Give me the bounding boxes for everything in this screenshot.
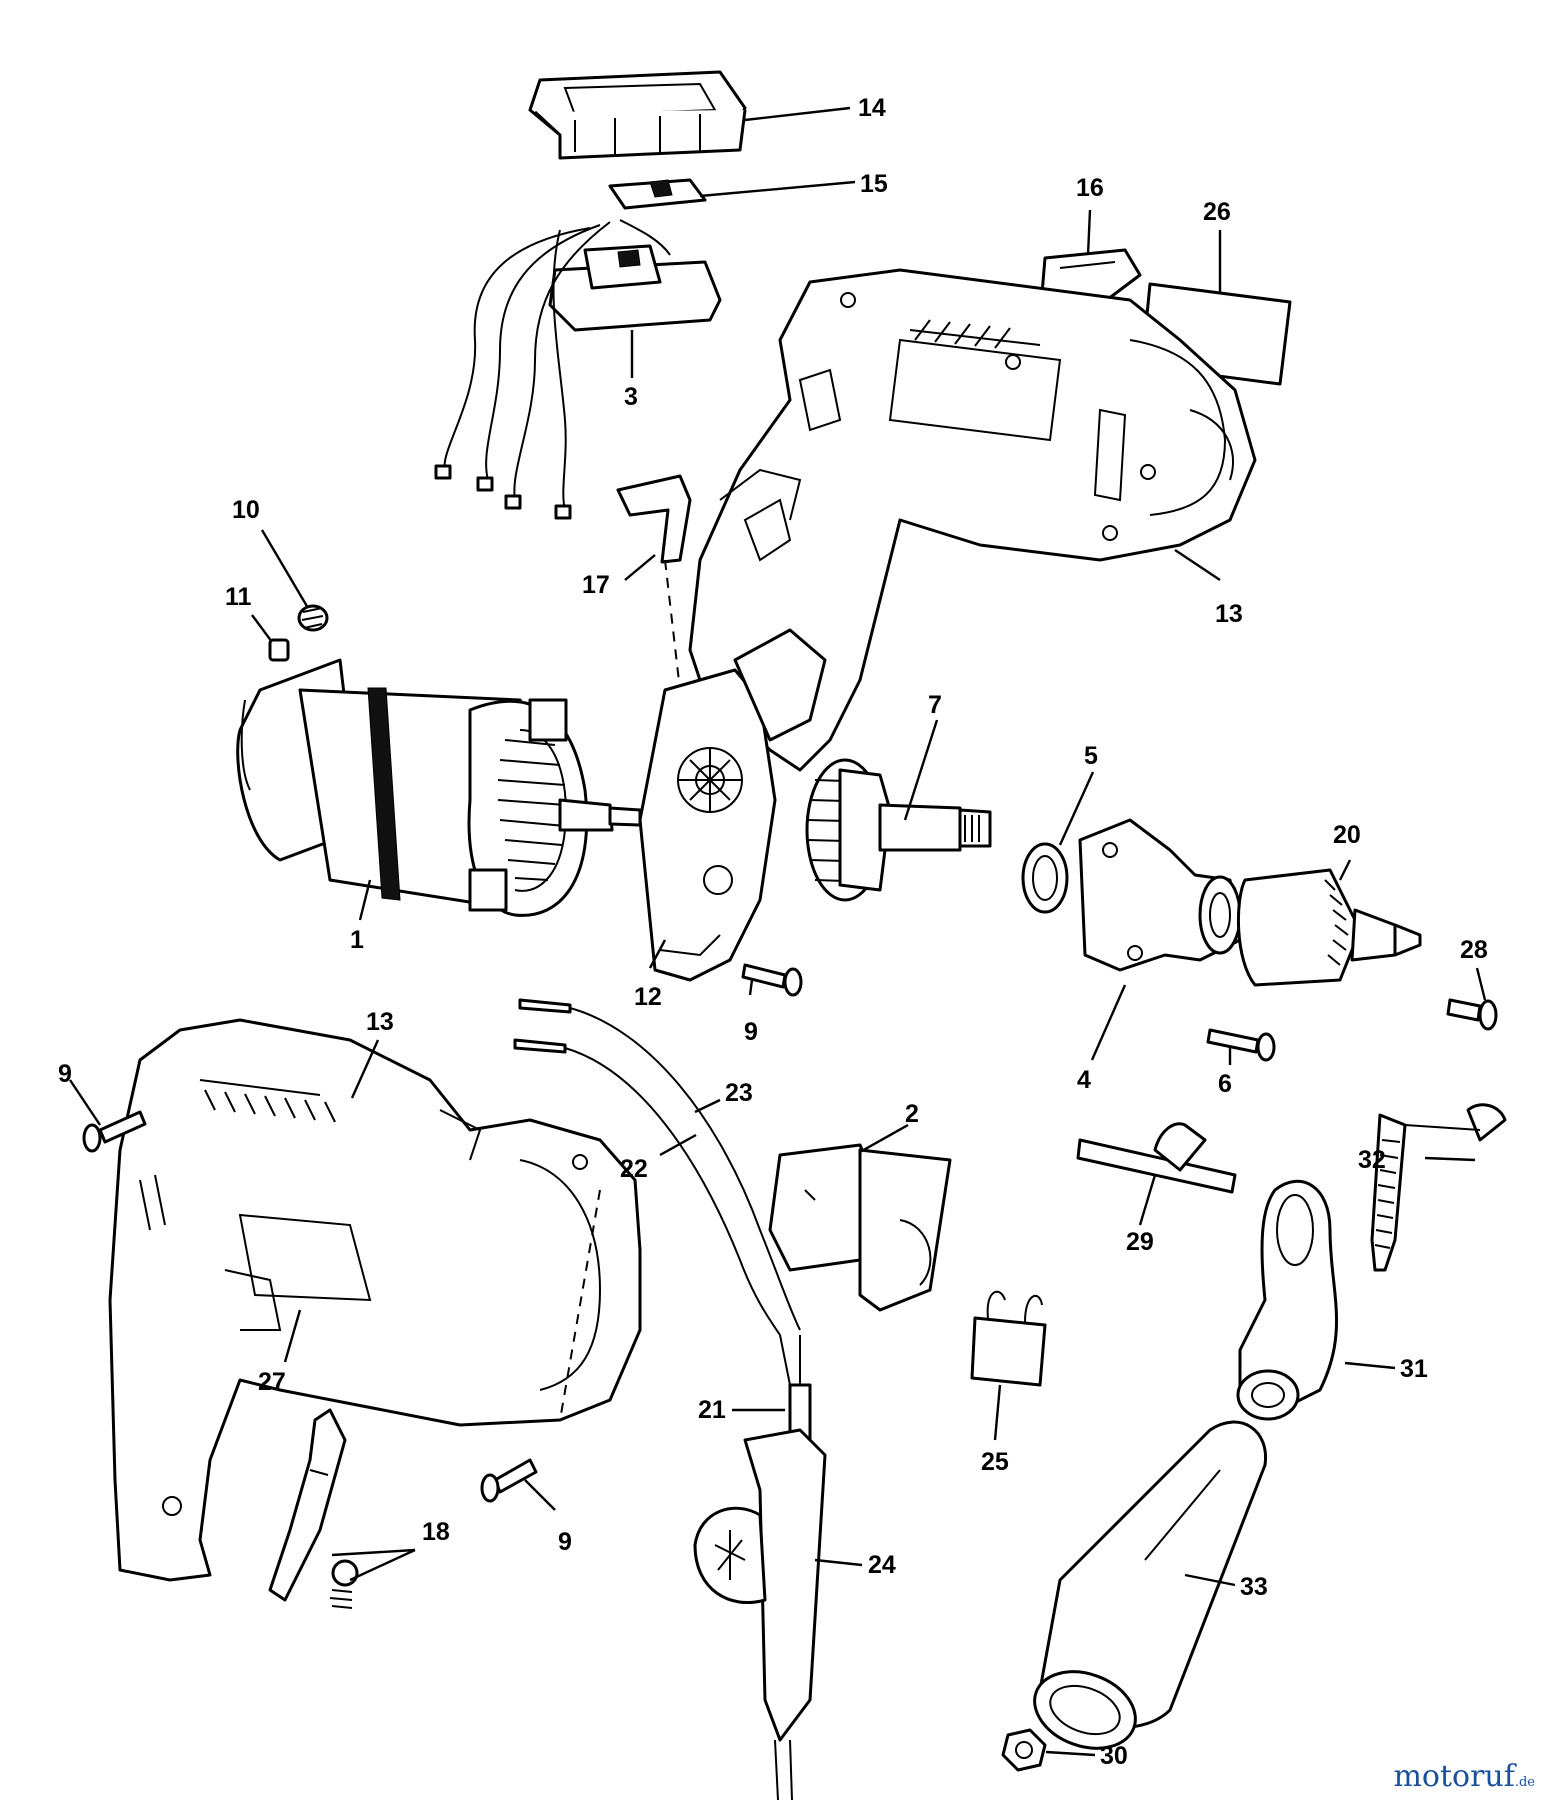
part-7-gear-shaft [805,758,992,902]
callout-13-lower: 13 [366,1008,394,1036]
part-1-motor [236,658,642,917]
part-21-24-cable [693,1334,827,1800]
part-33-handle-grip [1033,1420,1268,1750]
callout-11: 11 [225,583,252,611]
part-17-bracket [616,474,692,691]
callout-9-a: 9 [744,1018,758,1046]
callout-33: 33 [1240,1573,1268,1601]
callout-9-b: 9 [58,1060,72,1088]
part-9-screw-b [82,1110,147,1153]
part-18-lock-spring [268,1408,359,1609]
callout-25: 25 [981,1448,1009,1476]
part-5-washer [1021,842,1069,914]
callout-14: 14 [858,94,886,122]
callout-27: 27 [258,1368,286,1396]
callout-6: 6 [1218,1070,1232,1098]
callout-3: 3 [624,383,638,411]
callout-26: 26 [1203,198,1231,226]
part-25-capacitor [970,1290,1047,1387]
part-15-switch-plate [608,178,707,210]
part-30-nut [1001,1728,1047,1772]
callout-2: 2 [905,1100,919,1128]
part-10-brush-spring [297,604,329,632]
part-9-screw-a [741,963,803,997]
part-28-chuck-screw [1446,998,1498,1031]
callout-22: 22 [620,1155,648,1183]
callout-21: 21 [698,1396,726,1424]
part-32-bolt [1370,1103,1507,1272]
part-2-trigger-switch [768,1143,952,1312]
part-13-housing-lower [108,1018,642,1582]
watermark-brand: motoruf [1393,1759,1515,1794]
callout-23: 23 [725,1079,753,1107]
part-20-chuck [1237,868,1422,987]
part-31-handle-clamp [1236,1179,1339,1421]
callout-18: 18 [422,1518,450,1546]
callout-13-upper: 13 [1215,600,1243,628]
part-22-23-leads [513,998,801,1336]
part-14-switch-cover [528,70,747,160]
callout-31: 31 [1400,1355,1428,1383]
callout-7: 7 [928,691,942,719]
callout-17: 17 [582,571,610,599]
callout-labels: 14 15 16 26 3 10 11 17 13 7 5 20 1 12 9 … [58,94,1488,1770]
part-3-switch-unit [434,219,722,520]
callout-12: 12 [634,983,662,1011]
callout-32: 32 [1358,1146,1386,1174]
part-29-chuck-key [1076,1122,1237,1194]
part-6-screw [1206,1028,1276,1062]
callout-9-c: 9 [558,1528,572,1556]
callout-15: 15 [860,170,888,198]
callout-20: 20 [1333,821,1361,849]
callout-4: 4 [1077,1066,1091,1094]
callout-10: 10 [232,496,260,524]
part-13-housing-upper [688,268,1257,772]
callout-29: 29 [1126,1228,1154,1256]
watermark-tld: .de [1514,1775,1535,1790]
watermark: motoruf.de [1393,1759,1535,1794]
callout-1: 1 [350,926,364,954]
part-12-bearing-plate [638,628,827,982]
leader-lines [69,106,1487,1757]
callout-30: 30 [1100,1742,1128,1770]
callout-16: 16 [1076,174,1104,202]
callout-24: 24 [868,1551,896,1579]
callout-28: 28 [1460,936,1488,964]
callout-5: 5 [1084,742,1098,770]
part-9-screw-c [480,1458,538,1503]
part-11-carbon-brush [268,638,290,662]
part-4-gear-housing [1078,818,1242,972]
